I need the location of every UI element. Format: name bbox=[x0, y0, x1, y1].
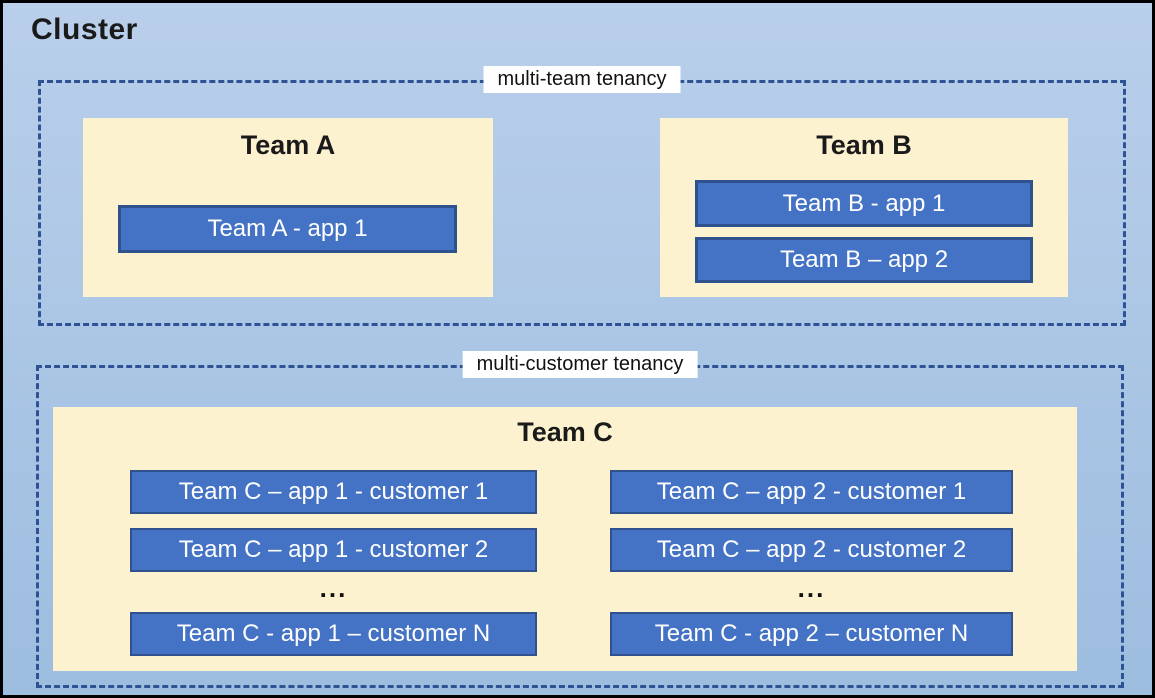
team-c-app-2-customer-2-box: Team C – app 2 - customer 2 bbox=[610, 528, 1013, 572]
team-b-panel: Team B Team B - app 1 Team B – app 2 bbox=[660, 118, 1068, 297]
team-c-app-2-customer-1-box: Team C – app 2 - customer 1 bbox=[610, 470, 1013, 514]
multi-customer-tenancy-region: multi-customer tenancy Team C Team C – a… bbox=[36, 351, 1124, 688]
team-a-title: Team A bbox=[240, 130, 336, 160]
cluster-title: Cluster bbox=[31, 13, 138, 46]
team-c-app-2-ellipsis: ... bbox=[797, 573, 826, 603]
team-a-panel: Team A Team A - app 1 bbox=[83, 118, 493, 297]
multi-customer-tenancy-label: multi-customer tenancy bbox=[462, 351, 698, 378]
team-c-panel: Team C Team C – app 1 - customer 1 Team … bbox=[53, 407, 1077, 671]
team-c-app-1-customer-1-box: Team C – app 1 - customer 1 bbox=[130, 470, 537, 514]
multi-team-tenancy-region: multi-team tenancy Team A Team A - app 1… bbox=[38, 66, 1126, 326]
team-c-app-2-column: Team C – app 2 - customer 1 Team C – app… bbox=[610, 407, 1013, 671]
team-c-app-1-ellipsis: ... bbox=[319, 573, 348, 603]
team-c-app-1-customer-2-box: Team C – app 1 - customer 2 bbox=[130, 528, 537, 572]
team-b-title: Team B bbox=[816, 130, 912, 160]
team-c-app-1-customer-n-box: Team C - app 1 – customer N bbox=[130, 612, 537, 656]
team-b-app-1-box: Team B - app 1 bbox=[695, 180, 1033, 227]
team-c-title: Team C bbox=[517, 417, 613, 447]
team-b-app-2-box: Team B – app 2 bbox=[695, 237, 1033, 283]
team-a-app-1-box: Team A - app 1 bbox=[118, 205, 457, 253]
team-c-app-1-column: Team C – app 1 - customer 1 Team C – app… bbox=[130, 407, 537, 671]
team-c-app-2-customer-n-box: Team C - app 2 – customer N bbox=[610, 612, 1013, 656]
multi-team-tenancy-label: multi-team tenancy bbox=[483, 66, 681, 93]
